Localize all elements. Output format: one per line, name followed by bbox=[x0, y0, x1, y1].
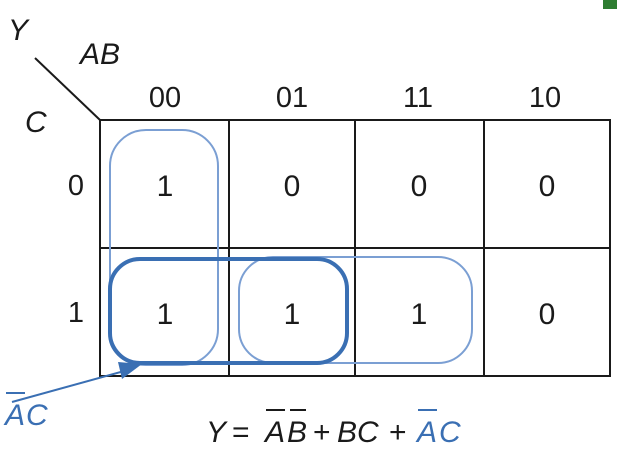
cell-c1-ab11: 1 bbox=[411, 298, 428, 331]
callout-arrow-line bbox=[11, 369, 129, 403]
group-loop-bc bbox=[238, 256, 473, 364]
row-header-1: 1 bbox=[68, 297, 84, 329]
column-header-01: 01 bbox=[276, 82, 308, 114]
equation-equals: = bbox=[232, 416, 250, 449]
cell-c1-ab00: 1 bbox=[157, 298, 174, 331]
output-variable-label: Y bbox=[8, 14, 30, 47]
equation-plus-2: + bbox=[389, 416, 407, 449]
callout-arrowhead bbox=[118, 362, 142, 379]
row-variable-label: C bbox=[25, 106, 47, 139]
cell-c1-ab01: 1 bbox=[284, 298, 301, 331]
equation-term1-b: B bbox=[287, 416, 307, 449]
callout-label-c: C bbox=[26, 399, 48, 432]
equation-term3-c: C bbox=[439, 416, 461, 449]
column-header-10: 10 bbox=[529, 82, 561, 114]
equation-term3-a: A bbox=[415, 416, 437, 449]
corner-accent-tab bbox=[603, 0, 617, 9]
row-header-0: 0 bbox=[68, 170, 84, 202]
cell-c0-ab01: 0 bbox=[284, 170, 301, 203]
column-variables-label: AB bbox=[78, 38, 120, 71]
equation-term1-a: A bbox=[263, 416, 285, 449]
equation-term2: BC bbox=[337, 416, 379, 449]
equation: Y = A B + BC + A C bbox=[206, 409, 461, 449]
group-loop-a-bar-c bbox=[108, 257, 349, 365]
map-grid bbox=[99, 119, 611, 377]
column-header-00: 00 bbox=[149, 82, 181, 114]
cell-c0-ab11: 0 bbox=[411, 170, 428, 203]
callout-label-a: A bbox=[3, 399, 25, 432]
callout-label-a-bar-c: A C bbox=[3, 392, 48, 432]
column-header-11: 11 bbox=[403, 82, 433, 114]
cell-c0-ab00: 1 bbox=[157, 170, 174, 203]
equation-lhs: Y bbox=[206, 416, 228, 449]
cell-c0-ab10: 0 bbox=[539, 170, 556, 203]
equation-plus-1: + bbox=[313, 416, 331, 449]
corner-diagonal bbox=[34, 57, 101, 121]
cell-c1-ab10: 0 bbox=[539, 298, 556, 331]
